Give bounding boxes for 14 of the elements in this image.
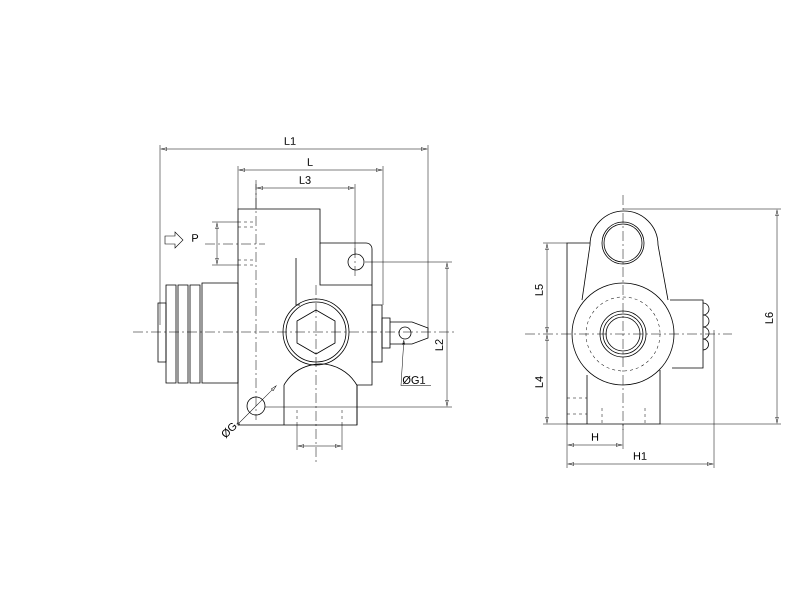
dimension-label: P bbox=[190, 233, 200, 243]
dimension-label: L bbox=[306, 157, 314, 167]
dimension-label: ØG bbox=[218, 420, 240, 440]
port-hole bbox=[398, 326, 412, 340]
dimension-label: L4 bbox=[534, 374, 544, 390]
dimension-label: L3 bbox=[298, 175, 312, 185]
dimension-label: L5 bbox=[534, 282, 544, 298]
dimension-label: L2 bbox=[434, 338, 444, 352]
dimension-label: L6 bbox=[764, 310, 774, 326]
leader-line bbox=[400, 340, 432, 386]
dimension-label: H1 bbox=[632, 451, 648, 461]
dimension-label: L1 bbox=[282, 136, 298, 146]
dimension-label: H bbox=[590, 432, 600, 442]
dimension-label: ØG1 bbox=[402, 376, 426, 384]
